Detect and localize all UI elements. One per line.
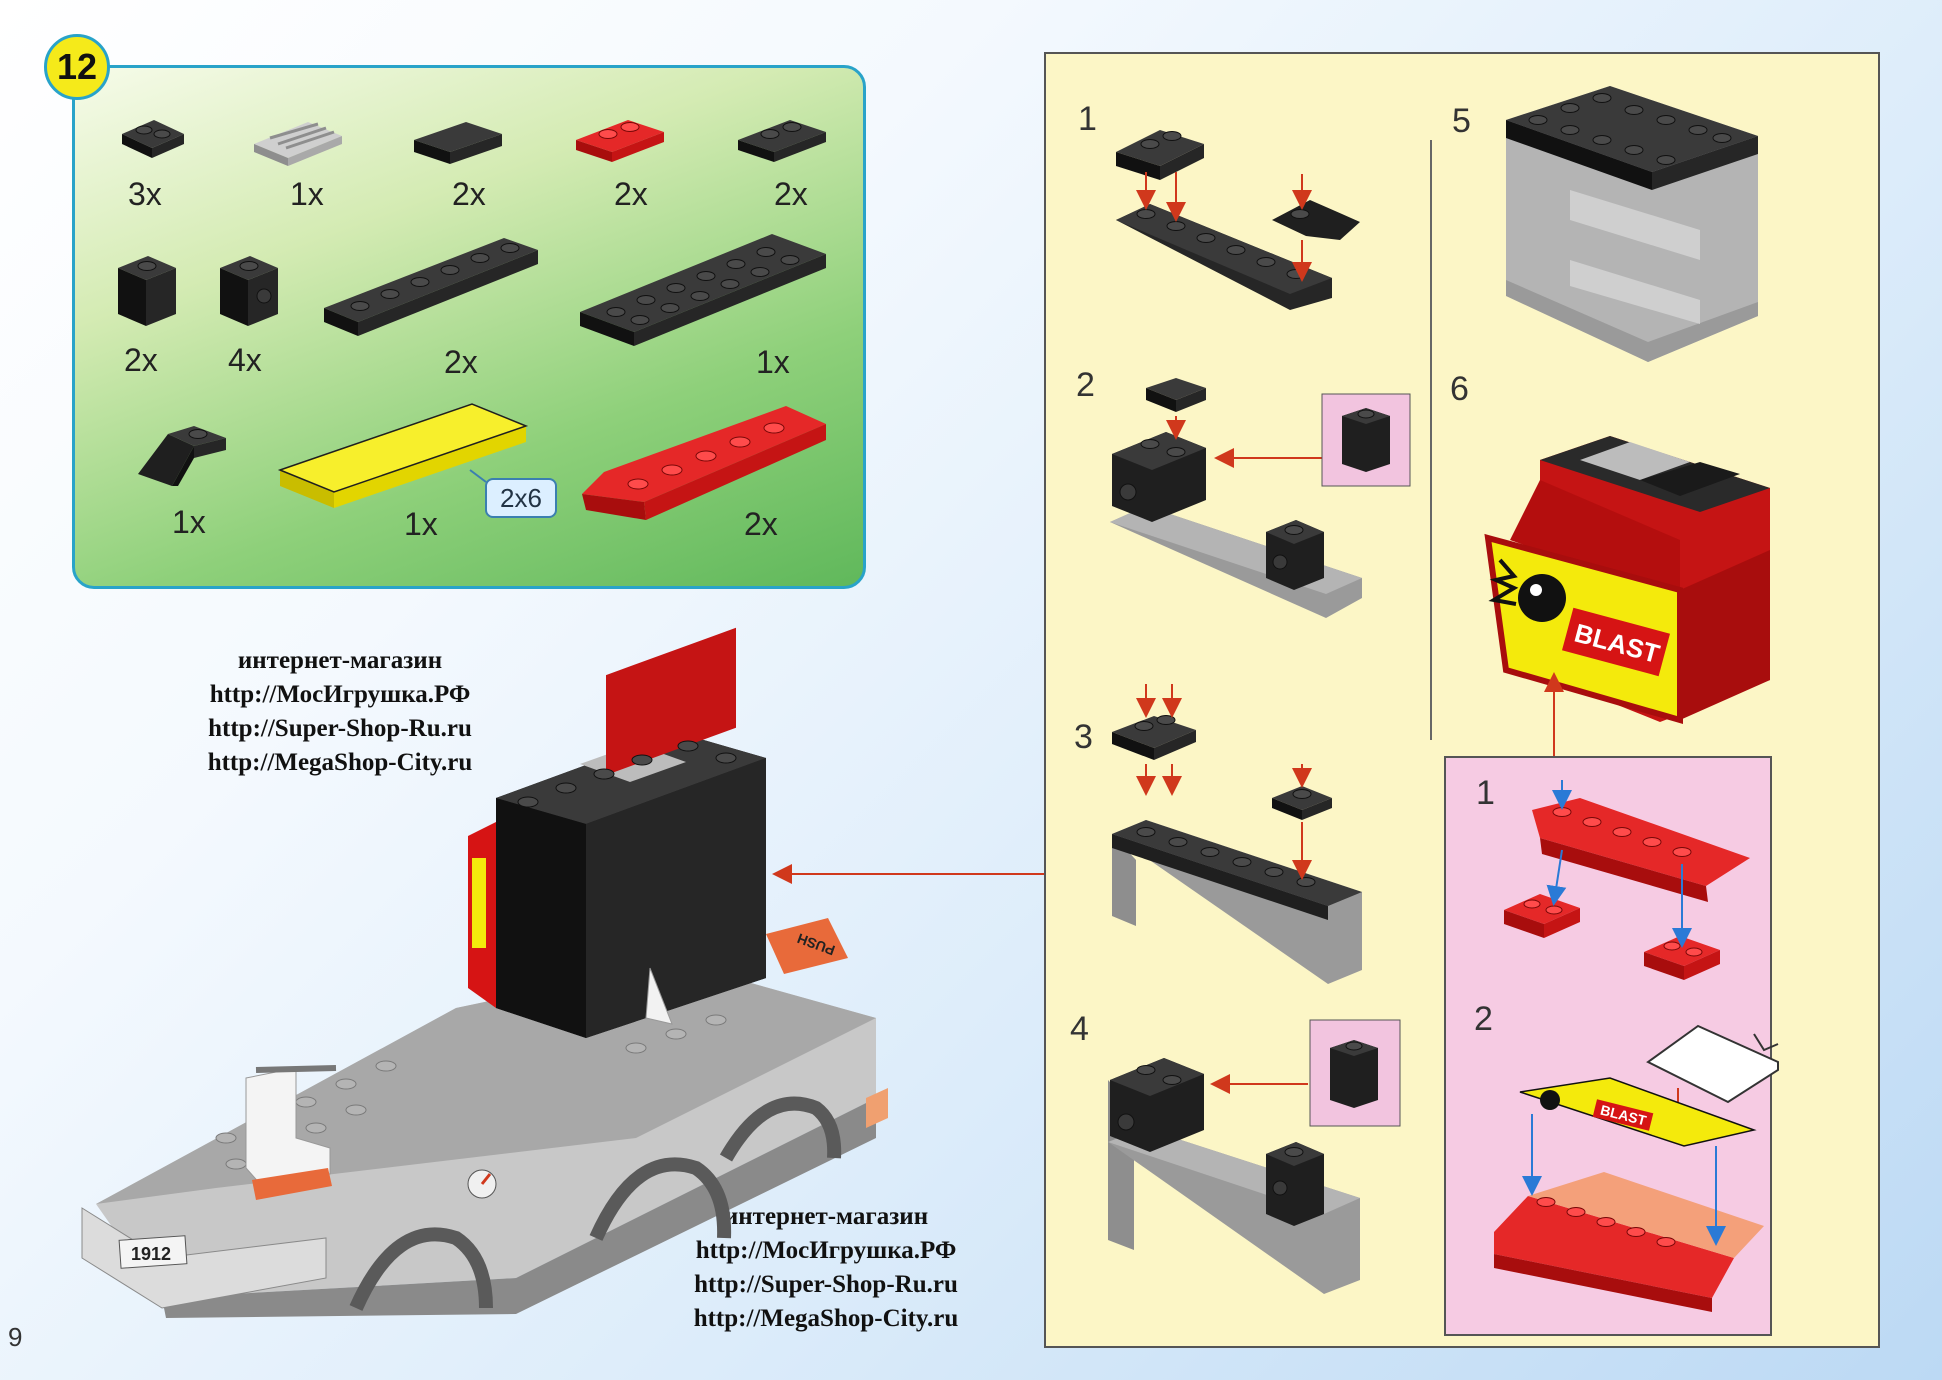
part-quantity: 1x [172, 504, 206, 540]
part-quantity: 2x [614, 176, 648, 212]
store-url[interactable]: http://Super-Shop-Ru.ru [208, 715, 472, 742]
part-image [582, 406, 826, 520]
part-image [138, 426, 226, 486]
part-image [580, 234, 826, 346]
inset-step-number: 1 [1476, 774, 1495, 812]
part-quantity: 2x [124, 342, 158, 378]
store-label: интернет-магазин [723, 1203, 929, 1230]
inset-step-1-image [1504, 780, 1750, 980]
attach-arrow [772, 864, 1044, 884]
store-label: интернет-магазин [237, 647, 443, 674]
part-image [324, 238, 538, 336]
inset-step-number: 2 [1474, 1000, 1493, 1038]
part-image [576, 120, 664, 162]
part-image [118, 256, 176, 326]
sub-step-number: 3 [1074, 718, 1093, 756]
part-quantity: 2x [452, 176, 486, 212]
sub-step-number: 2 [1076, 366, 1095, 404]
sub-step-5-image [1506, 86, 1758, 362]
sub-step-number: 6 [1450, 370, 1469, 408]
sub-step-number: 1 [1078, 100, 1097, 138]
part-image [414, 122, 502, 164]
sub-step-2-image [1110, 378, 1411, 618]
sub-step-3-image [1112, 684, 1362, 984]
part-quantity: 2x [744, 506, 778, 542]
part-image [738, 120, 826, 162]
sub-step-4-image [1108, 1019, 1401, 1294]
store-url[interactable]: http://MegaShop-City.ru [207, 749, 473, 776]
step-number-badge: 12 [44, 34, 110, 100]
page-number: 9 [8, 1322, 23, 1352]
inset-arrow [1544, 672, 1564, 756]
part-quantity: 4x [228, 342, 262, 378]
part-quantity: 1x [756, 344, 790, 380]
sub-step-6-image: BLAST [1484, 436, 1770, 724]
store-info-block: интернет-магазин http://МосИгрушка.РФ ht… [140, 644, 540, 780]
sub-step-number: 4 [1070, 1010, 1089, 1048]
store-url[interactable]: http://МосИгрушка.РФ [695, 1237, 957, 1264]
callout-pointer [469, 469, 487, 483]
part-image [254, 122, 342, 166]
store-url[interactable]: http://МосИгрушка.РФ [209, 681, 471, 708]
store-info-block: интернет-магазин http://МосИгрушка.РФ ht… [626, 1200, 1026, 1336]
sub-step-number: 5 [1452, 102, 1471, 140]
part-quantity: 1x [404, 506, 438, 542]
inset-step-2-image: BLAST [1494, 1024, 1779, 1312]
part-image [277, 403, 529, 508]
part-quantity: 2x [774, 176, 808, 212]
vehicle-plate-text: 1912 [131, 1244, 171, 1264]
tile-size-label: 2x6 [485, 478, 557, 518]
vehicle-assembly-illustration: 1912 PUSH [81, 627, 888, 1318]
part-image [220, 256, 278, 326]
part-quantity: 2x [444, 344, 478, 380]
sub-step-1-image [1116, 130, 1360, 310]
part-quantity: 1x [290, 176, 324, 212]
panel-divider [1430, 140, 1432, 740]
store-url[interactable]: http://MegaShop-City.ru [693, 1305, 959, 1332]
part-image [122, 120, 184, 158]
store-url[interactable]: http://Super-Shop-Ru.ru [694, 1271, 958, 1298]
part-quantity: 3x [128, 176, 162, 212]
